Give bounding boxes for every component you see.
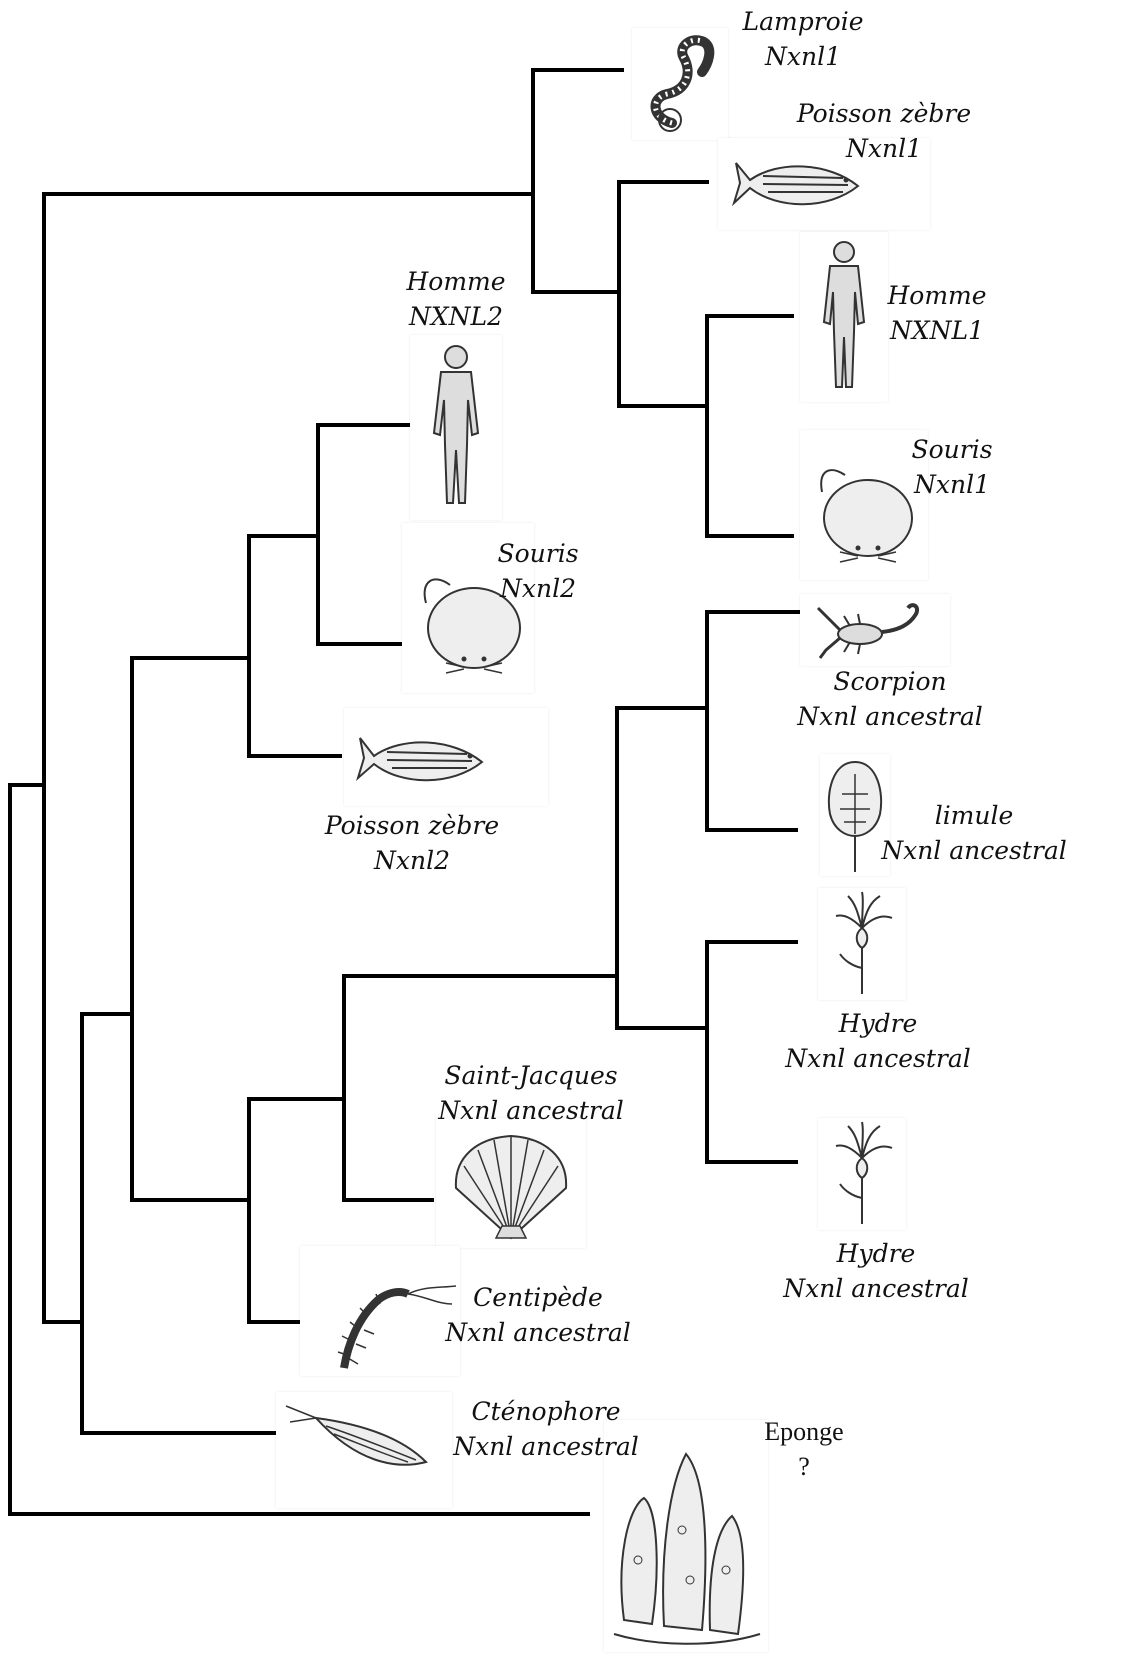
gene-name: Nxnl ancestral xyxy=(797,699,983,734)
card-hydre-2 xyxy=(818,1118,906,1230)
taxon-name: Homme xyxy=(887,278,986,313)
mouse-icon xyxy=(800,430,928,580)
horseshoe-crab-icon xyxy=(820,754,890,876)
card-souris-1 xyxy=(800,430,928,580)
hydra-icon xyxy=(818,1118,906,1230)
label-homme-1: Homme NXNL1 xyxy=(887,278,986,348)
human-icon xyxy=(410,335,502,520)
taxon-name: Poisson zèbre xyxy=(325,808,499,843)
card-saint-jacques xyxy=(436,1118,586,1248)
centipede-icon xyxy=(300,1246,460,1376)
gene-name: NXNL2 xyxy=(406,299,505,334)
card-homme-1 xyxy=(800,232,888,402)
label-saint-jacques: Saint-Jacques Nxnl ancestral xyxy=(438,1058,624,1128)
label-souris-2: Souris Nxnl2 xyxy=(497,536,578,606)
card-poisson-zebre-2 xyxy=(344,708,548,806)
card-centipede xyxy=(300,1246,460,1376)
card-lamproie xyxy=(632,28,728,140)
label-hydre-2: Hydre Nxnl ancestral xyxy=(783,1236,969,1306)
gene-name: Nxnl ancestral xyxy=(438,1093,624,1128)
label-ctenophore: Cténophore Nxnl ancestral xyxy=(453,1394,639,1464)
card-homme-2 xyxy=(410,335,502,520)
ctenophore-icon xyxy=(276,1392,452,1508)
taxon-name: Hydre xyxy=(783,1236,969,1271)
label-souris-1: Souris Nxnl1 xyxy=(911,432,992,502)
taxon-name: Lamproie xyxy=(742,4,863,39)
label-hydre-1: Hydre Nxnl ancestral xyxy=(785,1006,971,1076)
taxon-name: Cténophore xyxy=(453,1394,639,1429)
card-hydre-1 xyxy=(818,888,906,1000)
taxon-name: Centipède xyxy=(445,1280,631,1315)
taxon-name: Hydre xyxy=(785,1006,971,1041)
taxon-name: limule xyxy=(881,798,1067,833)
taxon-name: Souris xyxy=(911,432,992,467)
gene-name: Nxnl1 xyxy=(742,39,863,74)
gene-name: Nxnl ancestral xyxy=(783,1271,969,1306)
gene-name: Nxnl ancestral xyxy=(881,833,1067,868)
label-lamproie: Lamproie Nxnl1 xyxy=(742,4,863,74)
zebrafish-icon xyxy=(344,708,548,806)
label-centipede: Centipède Nxnl ancestral xyxy=(445,1280,631,1350)
taxon-name: Souris xyxy=(497,536,578,571)
gene-name: NXNL1 xyxy=(887,313,986,348)
gene-name: Nxnl ancestral xyxy=(445,1315,631,1350)
label-poisson-zebre-1: Poisson zèbre Nxnl1 xyxy=(797,96,971,166)
gene-name: ? xyxy=(764,1449,843,1484)
gene-name: Nxnl2 xyxy=(325,843,499,878)
human-icon xyxy=(800,232,888,402)
gene-name: Nxnl ancestral xyxy=(785,1041,971,1076)
card-scorpion xyxy=(800,594,950,666)
label-scorpion: Scorpion Nxnl ancestral xyxy=(797,664,983,734)
taxon-name: Scorpion xyxy=(797,664,983,699)
taxon-name: Eponge xyxy=(764,1414,843,1449)
card-limule xyxy=(820,754,890,876)
taxon-name: Saint-Jacques xyxy=(438,1058,624,1093)
label-homme-2: Homme NXNL2 xyxy=(406,264,505,334)
hydra-icon xyxy=(818,888,906,1000)
gene-name: Nxnl ancestral xyxy=(453,1429,639,1464)
scorpion-icon xyxy=(800,594,950,666)
gene-name: Nxnl1 xyxy=(911,467,992,502)
taxon-name: Poisson zèbre xyxy=(797,96,971,131)
card-ctenophore xyxy=(276,1392,452,1508)
taxon-name: Homme xyxy=(406,264,505,299)
lamprey-icon xyxy=(632,28,728,140)
scallop-icon xyxy=(436,1118,586,1248)
label-limule: limule Nxnl ancestral xyxy=(881,798,1067,868)
gene-name: Nxnl1 xyxy=(797,131,971,166)
label-eponge: Eponge ? xyxy=(764,1414,843,1484)
gene-name: Nxnl2 xyxy=(497,571,578,606)
label-poisson-zebre-2: Poisson zèbre Nxnl2 xyxy=(325,808,499,878)
